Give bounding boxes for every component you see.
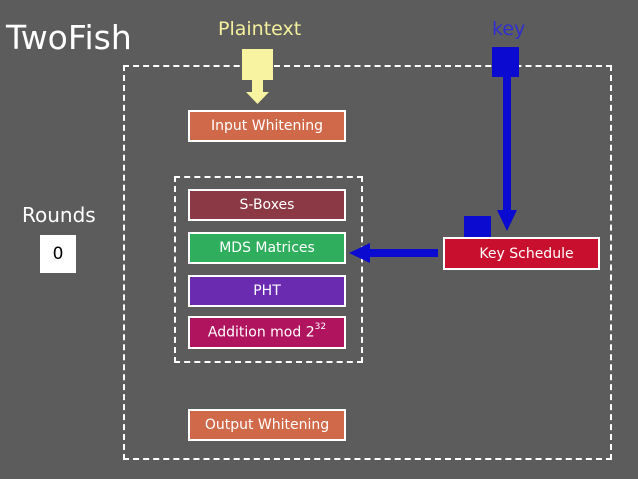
key-arrow-shaft bbox=[503, 77, 511, 213]
addition-mod-block: Addition mod 232 bbox=[188, 316, 346, 349]
key-input-block bbox=[492, 47, 519, 77]
mds-matrices-block: MDS Matrices bbox=[188, 232, 346, 264]
plaintext-label: Plaintext bbox=[218, 18, 302, 40]
s-boxes-block: S-Boxes bbox=[188, 189, 346, 221]
output-whitening-label: Output Whitening bbox=[204, 417, 330, 433]
input-whitening-block: Input Whitening bbox=[188, 110, 346, 142]
addition-mod-label: Addition mod 232 bbox=[207, 322, 327, 341]
diagram-title: TwoFish bbox=[6, 18, 132, 57]
subkey-arrow-head bbox=[349, 243, 370, 263]
plaintext-arrow-shaft bbox=[252, 80, 263, 93]
pht-block: PHT bbox=[188, 275, 346, 307]
key-schedule-label: Key Schedule bbox=[479, 245, 574, 262]
cipher-boundary bbox=[123, 65, 612, 460]
plaintext-input-block bbox=[242, 49, 273, 80]
key-schedule-block: Key Schedule bbox=[443, 237, 600, 270]
round-function-boundary bbox=[174, 176, 363, 363]
addition-mod-exponent: 32 bbox=[314, 322, 327, 333]
addition-mod-base: Addition mod 2 bbox=[207, 324, 315, 341]
rounds-label: Rounds bbox=[22, 203, 96, 227]
mds-matrices-label: MDS Matrices bbox=[219, 240, 315, 256]
output-whitening-block: Output Whitening bbox=[188, 409, 346, 441]
input-whitening-label: Input Whitening bbox=[211, 118, 323, 134]
key-arrow-head bbox=[497, 210, 517, 231]
rounds-counter: 0 bbox=[40, 235, 76, 273]
plaintext-arrow-head bbox=[246, 92, 269, 104]
s-boxes-label: S-Boxes bbox=[239, 197, 295, 213]
subkey-arrow-shaft bbox=[366, 249, 438, 257]
pht-label: PHT bbox=[253, 283, 281, 299]
key-label: key bbox=[492, 18, 526, 40]
